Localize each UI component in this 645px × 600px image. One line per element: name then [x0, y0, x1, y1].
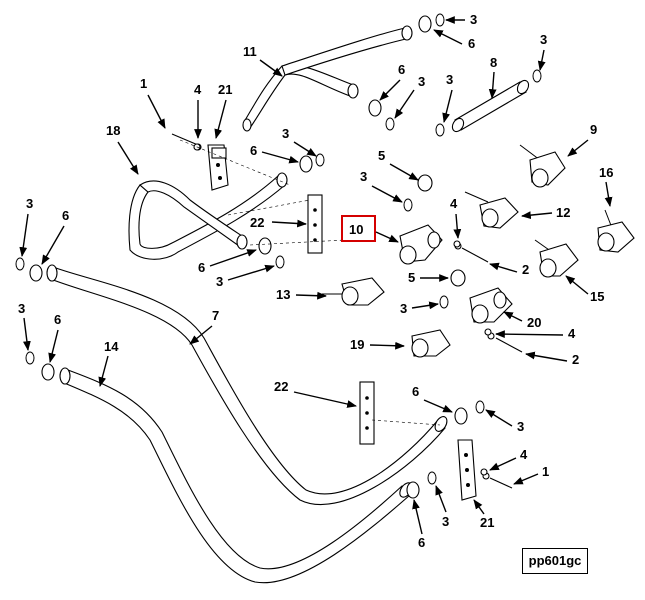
part-7-tube [46, 264, 448, 506]
part-9-fitting [519, 144, 566, 188]
callout-7: 7 [212, 308, 219, 323]
callout-9: 9 [590, 122, 597, 137]
callout-6: 6 [398, 62, 405, 77]
callout-6: 6 [412, 384, 419, 399]
callout-6: 6 [468, 36, 475, 51]
callout-6: 6 [54, 312, 61, 327]
figure-code-label: pp601gc [522, 548, 588, 574]
callout-4: 4 [520, 447, 528, 462]
callout-3: 3 [540, 32, 547, 47]
washers-4 [193, 143, 492, 476]
callout-8: 8 [490, 55, 497, 70]
clamps [15, 13, 542, 485]
callout-14: 14 [104, 339, 119, 354]
callout-3: 3 [418, 74, 425, 89]
callout-12: 12 [556, 205, 570, 220]
callout-4: 4 [194, 82, 202, 97]
callout-3: 3 [446, 72, 453, 87]
callout-1: 1 [542, 464, 549, 479]
callout-3: 3 [26, 196, 33, 211]
callout-1: 1 [140, 76, 147, 91]
callout-3: 3 [360, 169, 367, 184]
callout-5: 5 [378, 148, 385, 163]
callout-18: 18 [106, 123, 120, 138]
part-16-fitting [597, 209, 635, 253]
callout-3: 3 [517, 419, 524, 434]
part-21-bracket-top [207, 144, 229, 191]
callout-3: 3 [442, 514, 449, 529]
callout-21: 21 [218, 82, 232, 97]
callout-20: 20 [527, 315, 541, 330]
callouts: 1 1 2 2 3 3 3 3 3 3 3 3 3 3 3 3 3 [18, 12, 613, 550]
part-21-bracket-bottom [457, 439, 477, 501]
part-14-tube [59, 367, 413, 584]
callout-3: 3 [470, 12, 477, 27]
bolt-2-lower [487, 332, 523, 353]
callout-6: 6 [62, 208, 69, 223]
part-18-tube [128, 172, 288, 260]
callout-3: 3 [400, 301, 407, 316]
callout-4: 4 [568, 326, 576, 341]
callout-21: 21 [480, 515, 494, 530]
part-13-fitting [322, 277, 385, 306]
part-11-tube [242, 25, 413, 132]
callout-5: 5 [408, 270, 415, 285]
callout-11: 11 [243, 44, 257, 59]
part-8-tube [451, 79, 530, 133]
part-22-plate-upper [307, 194, 323, 254]
part-19-fitting [411, 329, 451, 358]
part-10-fitting [399, 224, 443, 265]
callout-15: 15 [590, 289, 604, 304]
part-22-plate-lower [359, 381, 375, 445]
assembly-lines [179, 139, 441, 426]
callout-6: 6 [198, 260, 205, 275]
callout-10: 10 [349, 222, 363, 237]
callout-6: 6 [418, 535, 425, 550]
callout-22: 22 [250, 215, 264, 230]
part-15-fitting [534, 239, 579, 278]
part-12-fitting [464, 191, 519, 229]
callout-2: 2 [572, 352, 579, 367]
part-20-fitting [469, 287, 513, 324]
callout-3: 3 [282, 126, 289, 141]
callout-22: 22 [274, 379, 288, 394]
callout-2: 2 [522, 262, 529, 277]
callout-19: 19 [350, 337, 364, 352]
callout-4: 4 [450, 196, 458, 211]
callout-3: 3 [18, 301, 25, 316]
callout-13: 13 [276, 287, 290, 302]
callout-6: 6 [250, 143, 257, 158]
callout-16: 16 [599, 165, 613, 180]
bolt-1-bottom [482, 472, 513, 489]
callout-10-highlight [341, 215, 376, 242]
callout-3: 3 [216, 274, 223, 289]
o-rings [29, 15, 468, 499]
